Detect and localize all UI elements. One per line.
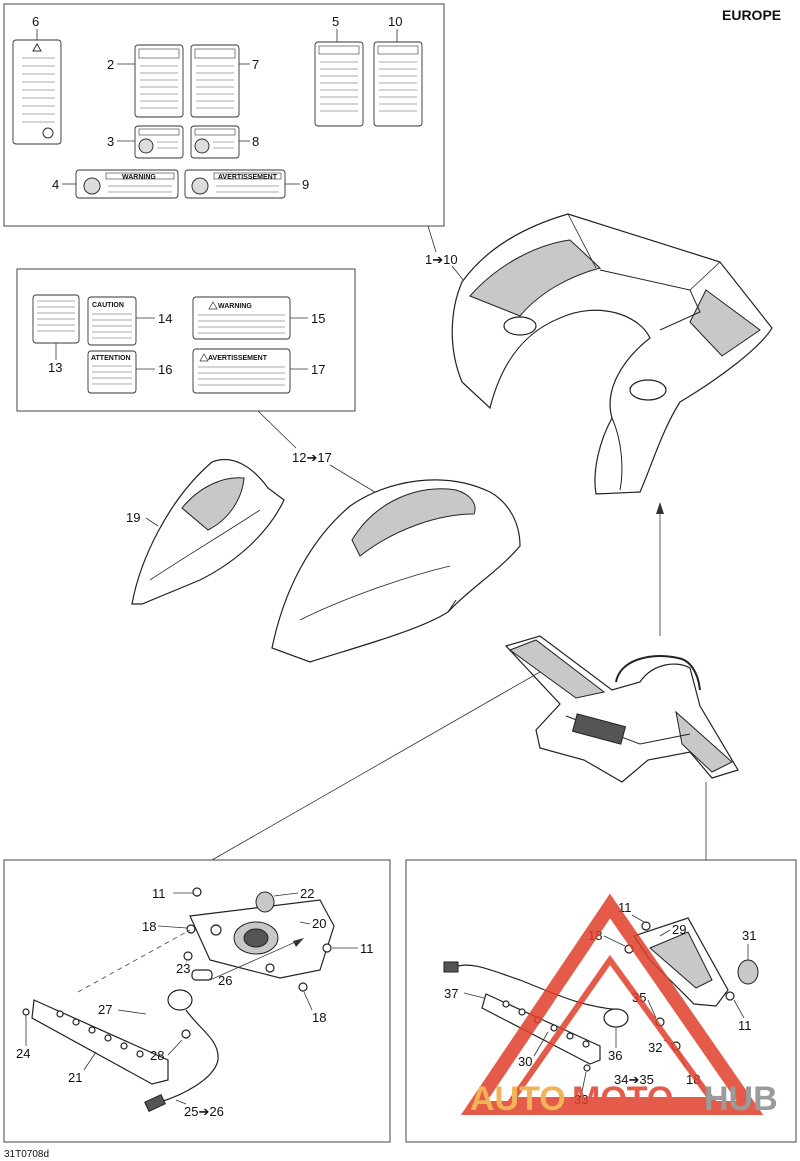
decal-14: CAUTION <box>87 296 137 346</box>
callout-28: 28 <box>150 1048 164 1063</box>
decal-9-title: AVERTISSEMENT <box>218 174 278 181</box>
callout-3: 3 <box>107 134 114 149</box>
detail-box-left <box>3 859 391 1143</box>
decal-box-top <box>3 3 445 227</box>
region-label: EUROPE <box>722 7 781 23</box>
bracket-30 <box>481 993 601 1065</box>
decal-16: ATTENTION <box>87 350 137 394</box>
callout-4: 4 <box>52 177 59 192</box>
callout-26: 26 <box>218 973 232 988</box>
front-fender <box>271 479 521 663</box>
callout-8: 8 <box>252 134 259 149</box>
callout-14: 14 <box>158 311 172 326</box>
rear-fender <box>451 213 773 495</box>
callout-11-a: 11 <box>152 886 166 901</box>
decal-17: AVERTISSEMENT <box>192 348 291 394</box>
decal-7 <box>190 44 240 118</box>
decal-4: WARNING <box>75 169 179 199</box>
decal-15: WARNING <box>192 296 291 340</box>
decal-box-middle <box>16 268 356 412</box>
callout-22: 22 <box>300 886 314 901</box>
callout-11-b: 11 <box>360 941 374 956</box>
callout-37: 37 <box>444 986 458 1001</box>
decal-17-title: AVERTISSEMENT <box>208 355 268 362</box>
watermark: AUTO MOTO HUB <box>460 893 778 1118</box>
callout-27: 27 <box>98 1002 112 1017</box>
rear-rack-frame <box>504 635 739 783</box>
callout-29: 29 <box>672 922 686 937</box>
callout-25-26: 25➔26 <box>184 1104 224 1119</box>
taillight-housing <box>189 899 335 979</box>
callout-11-d: 11 <box>738 1018 752 1033</box>
lens-31 <box>737 959 759 985</box>
callout-20: 20 <box>312 916 326 931</box>
drawing-code: 31T0708d <box>4 1149 49 1160</box>
callout-16: 16 <box>158 362 172 377</box>
decal-13 <box>32 294 80 344</box>
callout-31: 31 <box>742 928 756 943</box>
watermark-text-moto: MOTO <box>572 1080 673 1118</box>
decal-5 <box>314 41 364 127</box>
watermark-text-auto: AUTO <box>470 1080 566 1118</box>
callout-32: 32 <box>648 1040 662 1055</box>
watermark-triangle-inner <box>506 954 718 1103</box>
decal-9: AVERTISSEMENT <box>184 169 286 199</box>
callout-12-17: 12➔17 <box>292 450 332 465</box>
callout-5: 5 <box>332 14 339 29</box>
callout-2: 2 <box>107 57 114 72</box>
callout-1-10: 1➔10 <box>425 252 458 267</box>
callout-10: 10 <box>388 14 402 29</box>
lens-22 <box>255 891 275 913</box>
watermark-text-hub: HUB <box>704 1080 778 1118</box>
side-panel-19 <box>131 458 285 605</box>
callout-36: 36 <box>608 1048 622 1063</box>
decal-15-title: WARNING <box>218 303 252 310</box>
callout-17: 17 <box>311 362 325 377</box>
detail-box-right <box>405 859 797 1143</box>
callout-9: 9 <box>302 177 309 192</box>
bulb-socket-26 <box>167 969 213 1011</box>
decal-8 <box>190 125 240 159</box>
decal-2 <box>134 44 184 118</box>
callout-15: 15 <box>311 311 325 326</box>
callout-19: 19 <box>126 510 140 525</box>
callout-24: 24 <box>16 1046 30 1061</box>
decal-3 <box>134 125 184 159</box>
callout-6: 6 <box>32 14 39 29</box>
decal-14-title: CAUTION <box>92 302 124 309</box>
decal-10 <box>373 41 423 127</box>
decal-16-title: ATTENTION <box>91 355 131 362</box>
callout-18-b: 18 <box>312 1010 326 1025</box>
callout-13: 13 <box>48 360 62 375</box>
callout-21: 21 <box>68 1070 82 1085</box>
callout-30: 30 <box>518 1054 532 1069</box>
callout-23: 23 <box>176 961 190 976</box>
decal-4-title: WARNING <box>122 174 156 181</box>
bracket-21 <box>31 999 169 1085</box>
callout-18-a: 18 <box>142 919 156 934</box>
watermark-triangle-outer <box>460 893 764 1115</box>
taillight-housing-right <box>633 917 729 1007</box>
decal-6 <box>12 39 62 145</box>
callout-34-35: 34➔35 <box>614 1072 654 1087</box>
callout-7: 7 <box>252 57 259 72</box>
